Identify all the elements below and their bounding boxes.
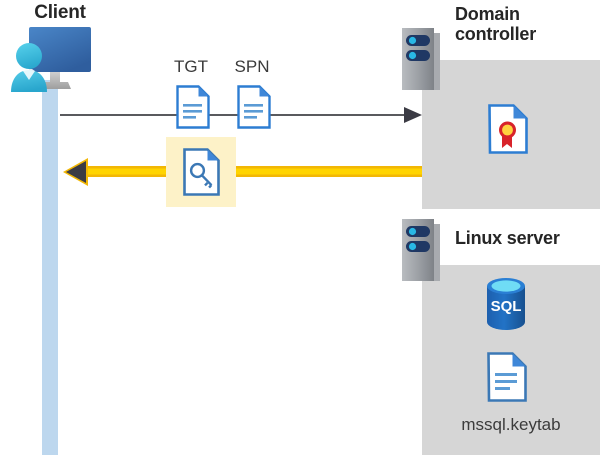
domain-controller-title-line1: Domain	[455, 4, 520, 24]
response-arrow-right-segment	[236, 166, 422, 177]
client-icon	[6, 22, 98, 94]
keytab-document-icon	[487, 352, 527, 402]
page-title-client: Client	[34, 2, 86, 23]
key-document-icon	[183, 148, 220, 196]
server-rack-icon-linux	[402, 219, 440, 281]
sql-database-icon: SQL	[482, 276, 530, 332]
sql-database-label: SQL	[491, 298, 522, 315]
request-arrow-line	[60, 106, 422, 124]
client-lifeline	[42, 80, 58, 455]
spn-label: SPN	[234, 57, 270, 76]
server-rack-icon-domain-controller	[402, 28, 440, 90]
keytab-file-label: mssql.keytab	[461, 415, 561, 434]
page-title-linux-server: Linux server	[455, 228, 560, 248]
spn-document-icon	[237, 85, 271, 129]
tgt-document-icon	[176, 85, 210, 129]
domain-controller-title-line2: controller	[455, 24, 537, 45]
page-title-domain-controller: Domain controller	[455, 4, 600, 44]
tgt-label: TGT	[174, 57, 208, 76]
certificate-document-icon	[488, 104, 528, 154]
response-arrow-left-segment	[62, 158, 168, 186]
